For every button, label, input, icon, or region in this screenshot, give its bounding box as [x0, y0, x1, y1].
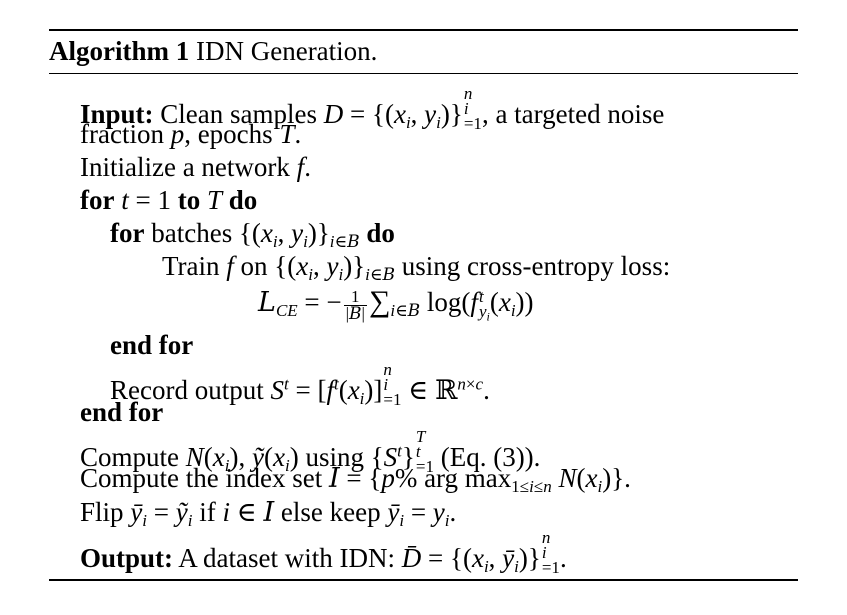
to-keyword: to: [177, 185, 201, 215]
if-text: if: [199, 497, 216, 527]
for-keyword: for: [80, 185, 115, 215]
outer-for-line: for t = 1 to T do: [80, 185, 258, 215]
output-label: Output:: [80, 543, 174, 574]
index-set-line: Compute the index set I = {p% arg max1≤i…: [80, 463, 631, 497]
batches-text: batches: [151, 218, 233, 248]
flip-text: Flip: [80, 497, 124, 527]
train-loss-text: using cross-entropy loss:: [401, 251, 671, 281]
else-keep-text: else keep: [280, 497, 381, 527]
caption-rule: [49, 73, 798, 74]
inner-end-for: end for: [110, 329, 193, 361]
end-for-keyword: end for: [80, 397, 164, 427]
flip-line: Flip ȳi = ỹi if i ∈ I else keep ȳi = yi.: [80, 497, 457, 531]
for-keyword: for: [110, 218, 145, 248]
record-text: Record output: [110, 375, 264, 406]
input-line-2: fraction p, epochs T.: [80, 119, 302, 149]
bottom-rule: [49, 579, 798, 581]
output-text: A dataset with IDN:: [178, 543, 396, 574]
epochs-text: , epochs: [184, 119, 273, 149]
algorithm-title: IDN Generation.: [195, 36, 378, 66]
init-line: Initialize a network f.: [80, 152, 311, 182]
train-on-text: on: [240, 251, 268, 281]
do-keyword: do: [366, 218, 395, 248]
index-set-text: Compute the index set: [80, 463, 323, 493]
fraction-text: fraction: [80, 119, 164, 149]
input-text-cont: , a targeted noise: [481, 99, 665, 130]
eq-ref-text: (Eq. (3)).: [440, 442, 541, 473]
top-rule: [49, 29, 798, 31]
input-label: Input:: [80, 99, 154, 130]
using-text: using: [305, 442, 364, 473]
train-text: Train: [162, 251, 220, 281]
do-keyword: do: [228, 185, 258, 215]
init-text: Initialize a network: [80, 152, 290, 182]
end-for-keyword: end for: [110, 330, 194, 360]
input-text: Clean samples: [160, 99, 318, 130]
output-line: Output: A dataset with IDN: D̄ = {(xi, ȳ…: [80, 528, 567, 577]
compute-text: Compute: [80, 442, 179, 473]
algorithm-caption: Algorithm 1 IDN Generation.: [49, 33, 377, 69]
train-line: Train f on {(xi, yi)}i∈B using cross-ent…: [162, 251, 671, 286]
inner-for-line: for batches {(xi, yi)}i∈B do: [110, 218, 395, 253]
algorithm-label: Algorithm 1: [49, 36, 190, 66]
outer-end-for: end for: [80, 396, 163, 428]
